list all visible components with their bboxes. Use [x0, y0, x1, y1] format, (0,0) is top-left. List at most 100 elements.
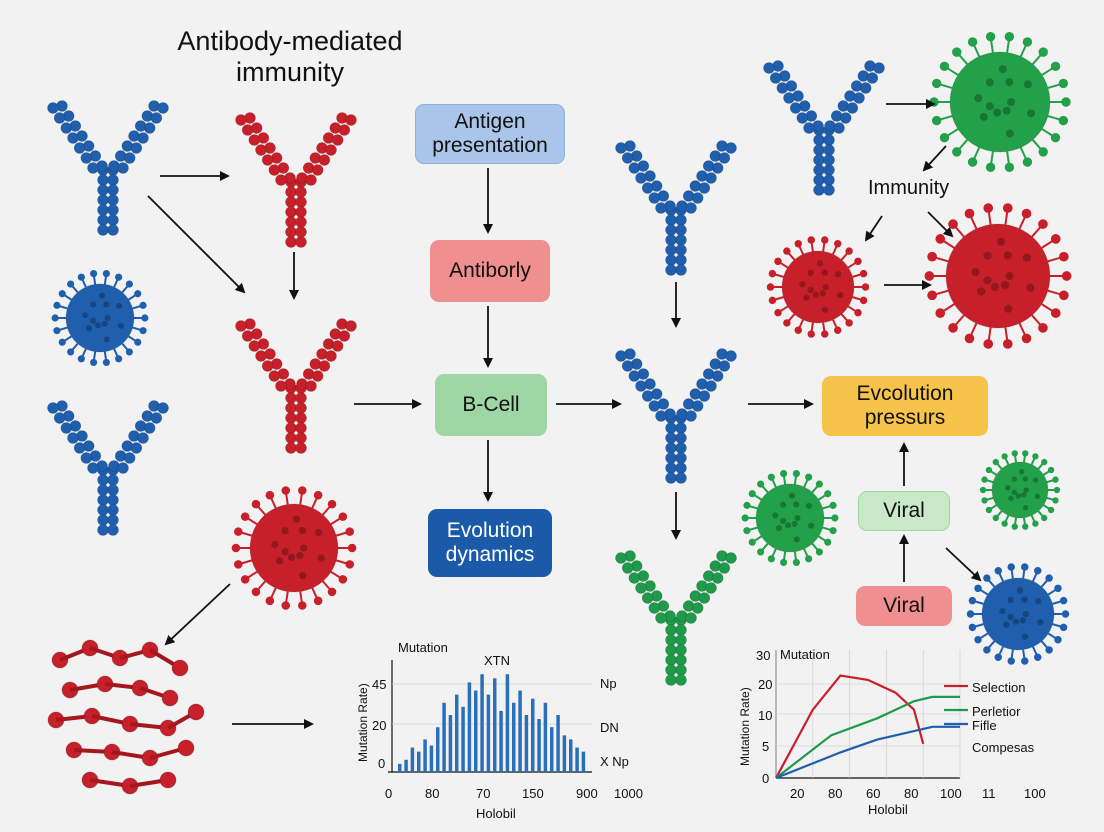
bar: [531, 698, 535, 772]
bar-chart-ytick: 20: [372, 718, 387, 733]
red-antibody: [235, 318, 357, 454]
series-line-perletior: [775, 695, 960, 779]
line-chart-xlabel: Holobil: [868, 802, 908, 817]
bar: [436, 727, 440, 772]
bar: [524, 714, 529, 772]
bar-chart-ytick: 0: [378, 756, 386, 771]
arrow-group: [147, 99, 982, 729]
bar: [499, 710, 503, 772]
bar: [448, 714, 453, 772]
bar-chart-xlabel: Holobil: [476, 806, 516, 821]
series-line-selection: [775, 674, 925, 779]
bar-chart-xtick: 70: [476, 786, 491, 801]
bar-chart-right-label: X Np: [600, 754, 629, 769]
immunity-label: Immunity: [868, 177, 950, 199]
line-chart-ytick: 10: [758, 708, 773, 723]
line-chart-title: Mutation: [780, 647, 830, 662]
bar-chart-right-label: DN: [600, 720, 619, 735]
bar-chart-xtick: 150: [522, 786, 544, 801]
bar: [423, 739, 427, 772]
line-chart-xtick: 11: [982, 786, 996, 801]
bar: [417, 751, 421, 772]
bar-chart-xtick: 1000: [614, 786, 643, 801]
bar-chart-ytick: 45: [372, 677, 387, 692]
red-virus: [924, 203, 1072, 349]
bar-chart: [388, 660, 592, 773]
arrow: [922, 145, 947, 172]
blue-antibody: [47, 400, 169, 536]
line-chart-legend-perletior: Perletior: [972, 704, 1021, 719]
bar: [581, 751, 586, 772]
line-chart-legend-selection: Selection: [972, 680, 1026, 695]
aggregate-cluster: [47, 639, 205, 795]
evolution-dynamics-box: Evolution dynamics: [428, 509, 552, 577]
bar: [455, 694, 459, 772]
red-virus: [766, 236, 870, 338]
arrow: [147, 195, 246, 294]
bar: [562, 735, 567, 772]
bar-chart-xtick: 0: [385, 786, 393, 801]
blue-antibody: [615, 140, 737, 276]
line-chart-xtick: 20: [790, 786, 805, 801]
bar: [410, 747, 415, 772]
series-line-fifle: [775, 725, 960, 780]
green-virus: [741, 469, 839, 567]
bar: [512, 702, 516, 772]
line-chart-xtick: 60: [866, 786, 881, 801]
bar: [505, 674, 510, 772]
line-chart-ytick: 20: [758, 677, 773, 692]
line-chart-legend-fifle: Fifle: [972, 718, 997, 733]
bar: [543, 702, 548, 772]
bar: [398, 763, 402, 772]
bar: [493, 678, 497, 772]
red-virus: [231, 486, 357, 610]
bar: [486, 694, 491, 772]
bar: [404, 759, 408, 772]
antigen-presentation-box: Antigen presentation: [415, 104, 565, 164]
bar: [518, 690, 522, 772]
green-antibody: [615, 550, 737, 686]
arrow: [864, 215, 883, 242]
line-chart: [775, 650, 968, 780]
bar: [556, 714, 560, 772]
bar: [575, 747, 579, 772]
line-chart-extra-label: Compesas: [972, 740, 1035, 755]
red-antibody: [235, 112, 357, 248]
line-chart-ytick: 30: [756, 648, 771, 663]
line-chart-xtick: 80: [904, 786, 919, 801]
bar-chart-peak-label: XTN: [484, 653, 510, 668]
b-cell-box: B-Cell: [435, 374, 547, 436]
viral-box-top: Viral: [858, 491, 950, 531]
bar: [442, 702, 446, 772]
line-chart-xtick: 100: [1024, 786, 1046, 801]
green-virus: [979, 450, 1061, 530]
blue-virus: [966, 563, 1070, 665]
arrow: [945, 547, 982, 582]
viral-box-bottom: Viral: [856, 586, 952, 626]
bar: [467, 682, 472, 772]
bar-chart-ylabel: Mutation Rate): [356, 683, 370, 762]
bar: [480, 674, 484, 772]
line-chart-ylabel: Mutation Rate): [738, 687, 752, 766]
bar: [569, 739, 573, 772]
bar: [550, 727, 554, 772]
antibody-box: Antiborly: [430, 240, 550, 302]
arrow: [927, 211, 954, 238]
bar-chart-xtick: 80: [425, 786, 440, 801]
bar: [474, 690, 478, 772]
bar: [461, 706, 465, 772]
antibody-group: [47, 60, 885, 686]
green-virus: [929, 31, 1071, 173]
blue-antibody: [763, 60, 885, 196]
virus-group: [51, 31, 1072, 665]
bar-chart-title: Mutation: [398, 640, 448, 655]
line-chart-ytick: 5: [762, 739, 770, 754]
bar-chart-xtick: 900: [576, 786, 598, 801]
diagram-title: Antibody-mediated immunity: [177, 26, 403, 87]
bar: [537, 719, 541, 772]
arrow: [164, 583, 231, 646]
evolution-pressure-box: Evcolution pressurs: [822, 376, 988, 436]
line-chart-ytick: 0: [762, 771, 770, 786]
line-chart-xtick: 80: [828, 786, 843, 801]
blue-antibody: [615, 348, 737, 484]
